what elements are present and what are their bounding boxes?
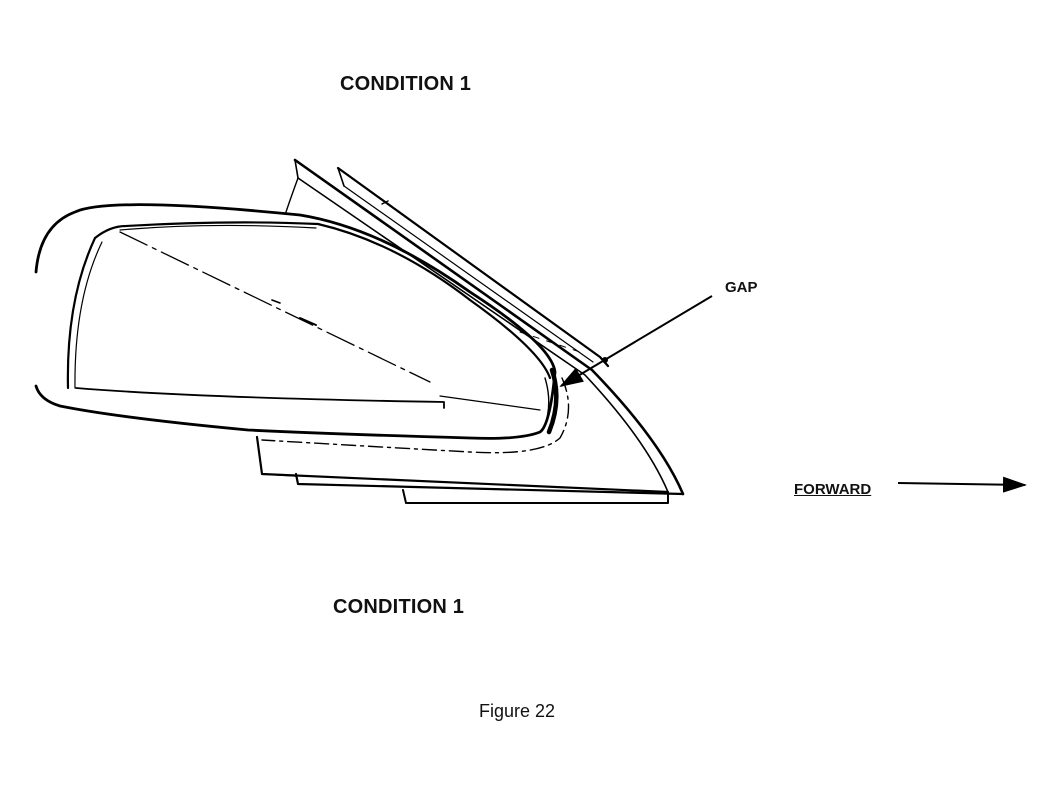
gap-label: GAP bbox=[725, 279, 758, 296]
forward-label: FORWARD bbox=[794, 481, 872, 498]
forward-arrow-icon bbox=[897, 476, 1027, 493]
figure-caption: Figure 22 bbox=[479, 701, 556, 721]
gap-arrow-icon bbox=[559, 295, 713, 388]
condition-title-bottom: CONDITION 1 bbox=[333, 596, 465, 618]
canopy-frame-strips bbox=[255, 158, 685, 504]
canopy-body bbox=[34, 203, 581, 454]
condition-title-top: CONDITION 1 bbox=[340, 73, 472, 95]
